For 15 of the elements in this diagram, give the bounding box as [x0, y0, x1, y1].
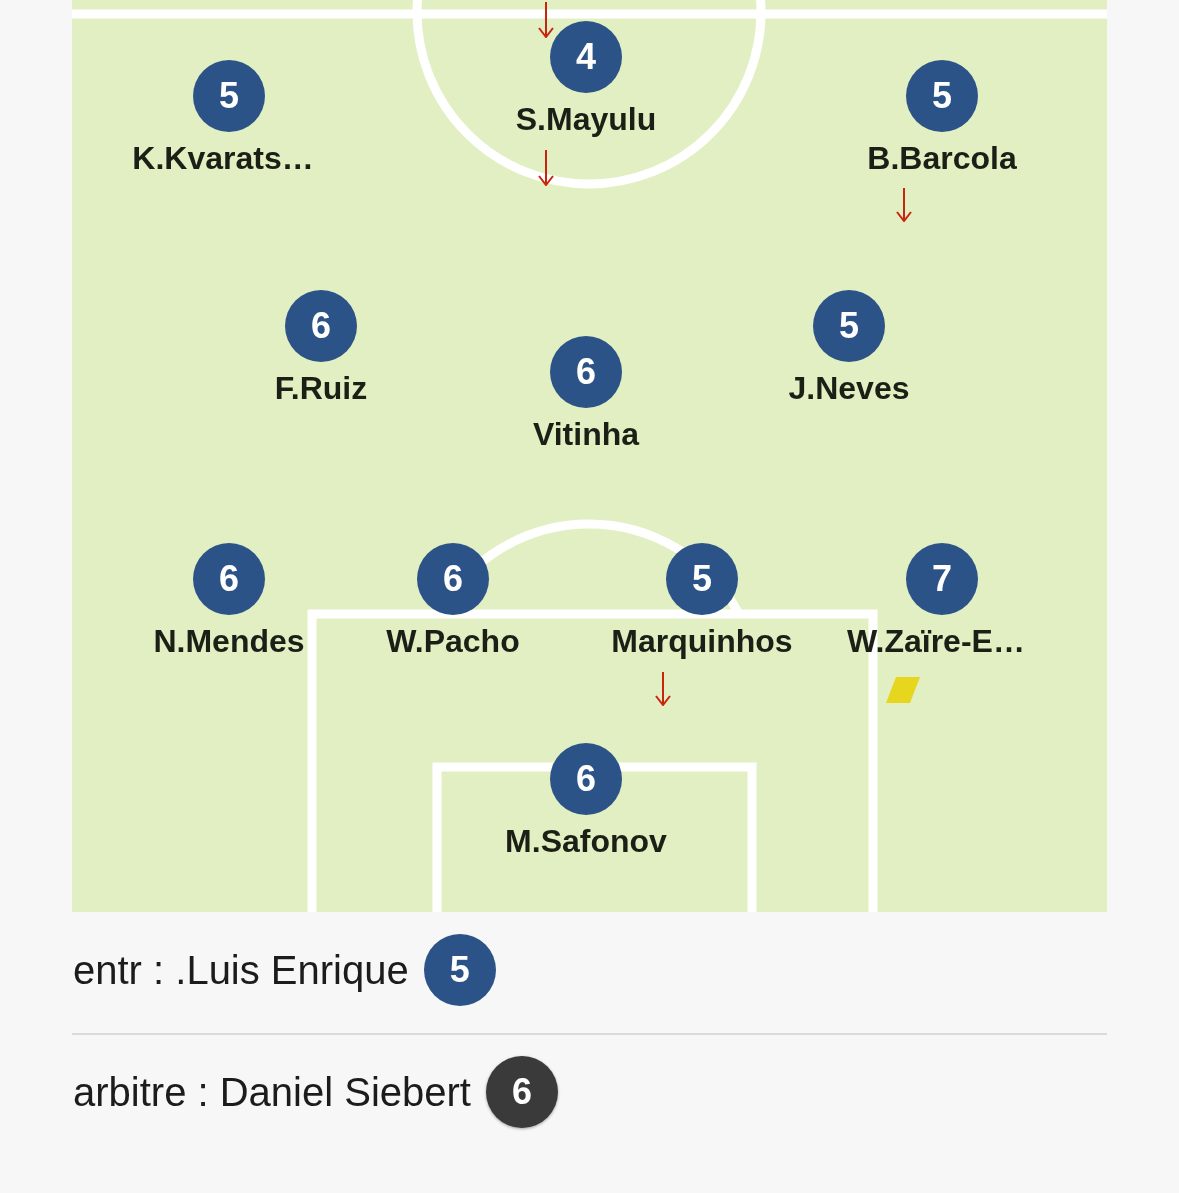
- player-name: J.Neves: [788, 369, 910, 407]
- rating-badge: 6: [485, 1056, 558, 1128]
- player-name: K.Kvarats…: [132, 139, 314, 177]
- player-name: B.Barcola: [867, 139, 1017, 177]
- player-name: W.Pacho: [386, 622, 520, 660]
- player-name: N.Mendes: [153, 622, 305, 660]
- rating-badge: 5: [423, 934, 496, 1006]
- player-name: W.Zaïre-E…: [847, 622, 1025, 660]
- player-name: M.Safonov: [505, 822, 667, 860]
- coach-label: entr : .Luis Enrique: [73, 947, 409, 993]
- player-name: F.Ruiz: [274, 369, 368, 407]
- referee-label: arbitre : Daniel Siebert: [73, 1069, 471, 1115]
- player-name: S.Mayulu: [515, 100, 657, 138]
- player-name: Vitinha: [532, 415, 640, 453]
- player-name: Marquinhos: [611, 622, 793, 660]
